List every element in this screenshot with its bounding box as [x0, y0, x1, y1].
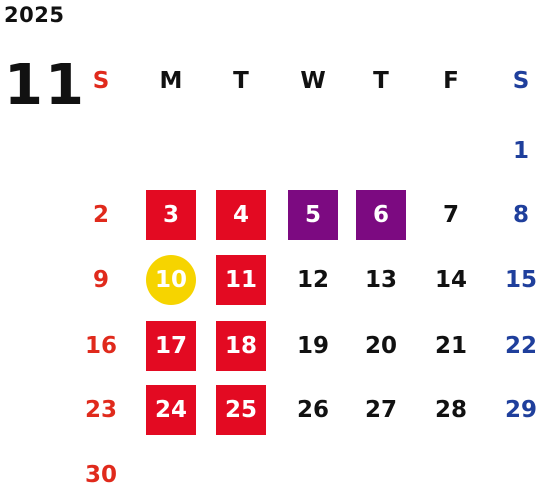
calendar-day[interactable]: 3 — [146, 190, 196, 240]
calendar-day[interactable]: 4 — [216, 190, 266, 240]
calendar-day[interactable]: 29 — [504, 397, 537, 423]
calendar-day[interactable]: 2 — [92, 202, 109, 228]
weekday-header-tue: T — [233, 68, 249, 94]
weekday-header-thu: T — [373, 68, 389, 94]
year-label: 2025 — [4, 3, 65, 27]
calendar-day[interactable]: 27 — [364, 397, 397, 423]
calendar-day[interactable]: 18 — [216, 321, 266, 371]
calendar-day[interactable]: 23 — [84, 397, 117, 423]
calendar-day[interactable]: 25 — [216, 385, 266, 435]
calendar-day[interactable]: 19 — [296, 333, 329, 359]
calendar-day[interactable]: 7 — [442, 202, 459, 228]
calendar-day[interactable]: 11 — [216, 255, 266, 305]
calendar-day[interactable]: 6 — [356, 190, 406, 240]
calendar-day[interactable]: 1 — [512, 138, 529, 164]
calendar-day[interactable]: 15 — [504, 267, 537, 293]
calendar-day[interactable]: 24 — [146, 385, 196, 435]
calendar-day[interactable]: 8 — [512, 202, 529, 228]
weekday-header-fri: F — [443, 68, 459, 94]
weekday-header-sun: S — [92, 68, 110, 94]
calendar-day-today[interactable]: 10 — [146, 255, 196, 305]
calendar-day[interactable]: 17 — [146, 321, 196, 371]
calendar-day[interactable]: 26 — [296, 397, 329, 423]
calendar-day[interactable]: 21 — [434, 333, 467, 359]
calendar-day[interactable]: 9 — [92, 267, 109, 293]
calendar-day[interactable]: 12 — [296, 267, 329, 293]
month-number: 11 — [4, 53, 86, 118]
calendar-day[interactable]: 30 — [84, 462, 117, 488]
calendar-day[interactable]: 13 — [364, 267, 397, 293]
weekday-header-sat: S — [512, 68, 530, 94]
calendar-day[interactable]: 20 — [364, 333, 397, 359]
calendar-day[interactable]: 14 — [434, 267, 467, 293]
calendar-day[interactable]: 16 — [84, 333, 117, 359]
calendar-day[interactable]: 5 — [288, 190, 338, 240]
calendar-day[interactable]: 22 — [504, 333, 537, 359]
calendar-day[interactable]: 28 — [434, 397, 467, 423]
weekday-header-wed: W — [300, 68, 326, 94]
weekday-header-mon: M — [159, 68, 183, 94]
